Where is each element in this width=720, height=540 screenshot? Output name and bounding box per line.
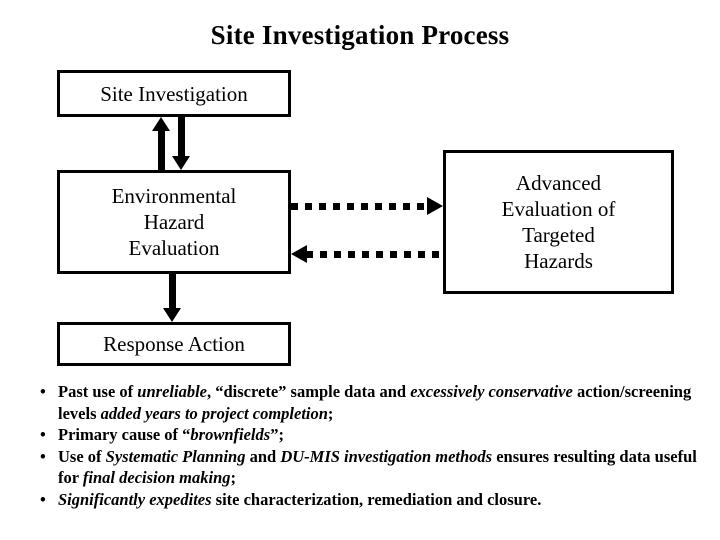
box-label-advanced-evaluation: Advanced Evaluation of Targeted Hazards [498,170,620,274]
dotted-arrow-left-advanced-to-environmental-icon [291,245,443,263]
list-item: • Use of Systematic Planning and DU-MIS … [36,446,700,489]
box-label-environmental-hazard-evaluation: Environmental Hazard Evaluation [108,183,241,261]
bullet-marker-icon: • [40,489,46,509]
box-label-line-1: Advanced [515,171,602,195]
list-item-text: Significantly expedites site characteriz… [58,489,542,509]
dotted-line [306,251,443,258]
arrowhead-down-icon [172,156,190,170]
box-label-line-2: Hazard [143,210,205,234]
arrow-up-environmental-to-site-investigation-icon [152,117,170,170]
arrowhead-up-icon [152,117,170,131]
arrow-down-site-investigation-to-environmental-icon [172,117,190,170]
dotted-line [291,203,428,210]
list-item-text: Past use of unreliable, “discrete” sampl… [58,382,692,423]
bullet-list: • Past use of unreliable, “discrete” sam… [36,381,700,510]
dotted-arrow-right-environmental-to-advanced-icon [291,197,443,215]
arrow-shaft [177,117,185,157]
box-label-line-4: Hazards [524,249,593,273]
arrow-shaft [168,274,176,309]
arrowhead-down-icon [163,308,181,322]
bullet-marker-icon: • [40,382,46,401]
arrow-shaft [157,130,165,170]
flowchart-box-site-investigation: Site Investigation [57,70,291,117]
arrow-down-environmental-to-response-action-icon [163,274,181,322]
flowchart-box-environmental-hazard-evaluation: Environmental Hazard Evaluation [57,170,291,274]
arrowhead-right-icon [427,197,443,215]
box-label-line-2: Evaluation of [501,197,616,221]
box-label-response-action: Response Action [103,332,245,356]
page-title: Site Investigation Process [210,20,510,50]
list-item: • Primary cause of “brownfields”; [36,424,700,446]
list-item-text: Use of Systematic Planning and DU-MIS in… [58,446,697,488]
box-label-line-1: Environmental [111,184,237,208]
flowchart-box-response-action: Response Action [57,322,291,366]
list-item: • Past use of unreliable, “discrete” sam… [36,381,700,424]
box-label-line-3: Targeted [522,223,595,247]
bullet-marker-icon: • [40,446,46,466]
arrowhead-left-icon [291,245,307,263]
list-item: • Significantly expedites site character… [36,489,700,511]
box-label-site-investigation: Site Investigation [100,81,248,106]
box-label-line-3: Evaluation [128,236,220,260]
list-item-text: Primary cause of “brownfields”; [58,425,284,444]
bullet-marker-icon: • [40,425,46,444]
flowchart-box-advanced-evaluation: Advanced Evaluation of Targeted Hazards [443,150,674,294]
